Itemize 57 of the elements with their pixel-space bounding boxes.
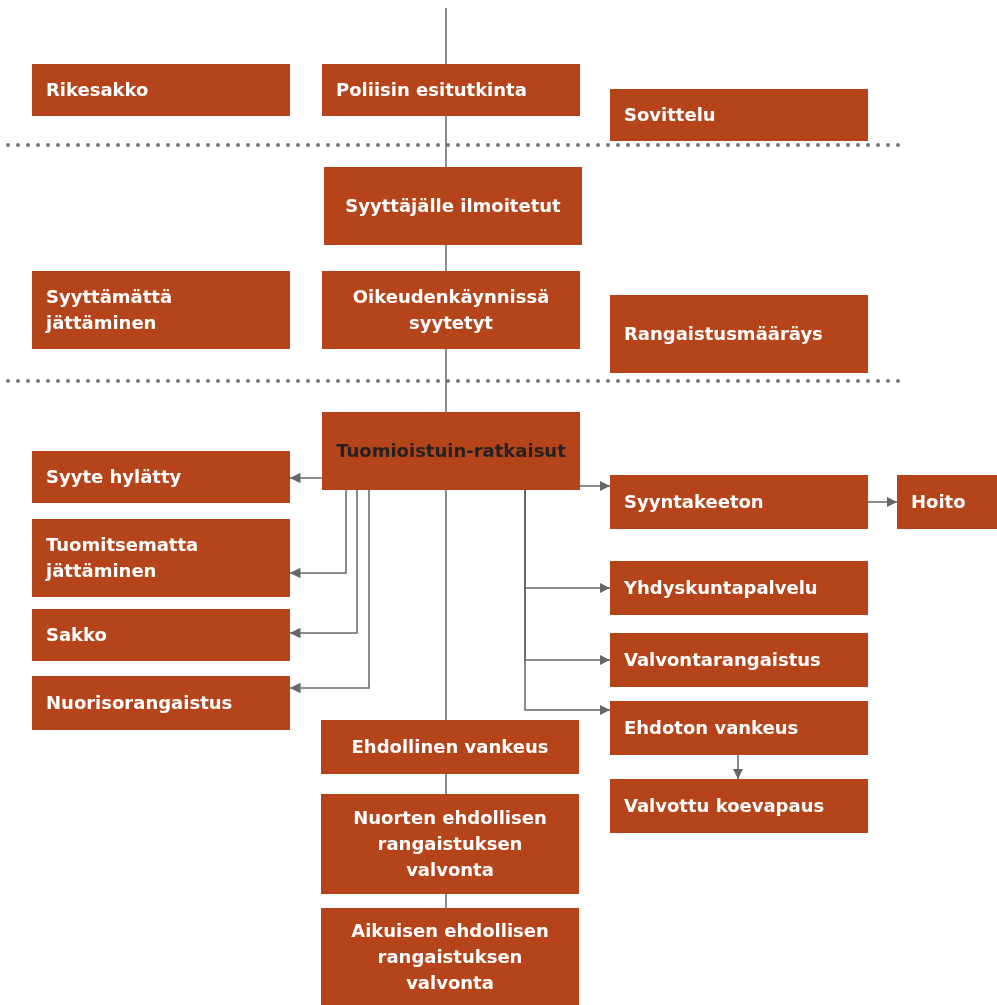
process-box: [32, 676, 290, 730]
box-label: Tuomitsematta jättäminen: [46, 533, 200, 583]
arrow: [289, 489, 347, 579]
arrow: [579, 480, 611, 492]
box-label: Valvottu koevapaus: [624, 794, 826, 818]
box-label: Hoito: [911, 490, 967, 514]
box-label: Syyntakeeton: [624, 490, 765, 514]
box-label: Oikeudenkäynnissä syytetyt: [351, 285, 551, 335]
process-box: [610, 295, 868, 373]
process-box: [32, 609, 290, 661]
connector-line: [445, 893, 447, 909]
process-box: [610, 779, 868, 833]
box-label: Rangaistusmääräys: [624, 322, 824, 346]
process-box: [321, 794, 579, 894]
process-box: [610, 561, 868, 615]
process-box: [322, 64, 580, 116]
process-box: [897, 475, 997, 529]
arrow: [289, 489, 370, 694]
arrow: [732, 754, 744, 780]
process-box: [321, 720, 579, 774]
arrow: [289, 489, 358, 639]
box-label: Nuorten ehdollisen rangaistuksen valvonta: [352, 806, 548, 882]
process-box: [32, 451, 290, 503]
arrow: [524, 489, 611, 716]
box-label: Aikuisen ehdollisen rangaistuksen valvonta: [350, 918, 550, 995]
process-box: [610, 89, 868, 141]
arrow: [867, 496, 898, 508]
box-label: Valvontarangaistus: [624, 648, 822, 672]
process-box: [610, 475, 868, 529]
box-label: Sovittelu: [624, 103, 717, 127]
process-box: [324, 167, 582, 245]
box-label: Nuorisorangaistus: [46, 691, 234, 715]
process-box: [32, 271, 290, 349]
process-box: [321, 908, 579, 1005]
box-label: Ehdoton vankeus: [624, 716, 800, 740]
process-box: [610, 633, 868, 687]
connector-line: [445, 115, 447, 168]
box-label: Tuomioistuin-ratkaisut: [336, 439, 566, 463]
box-label: Syyttämättä jättäminen: [46, 285, 174, 335]
process-box: [322, 271, 580, 349]
box-label: Yhdyskuntapalvelu: [624, 576, 819, 600]
box-label: Poliisin esitutkinta: [336, 78, 528, 102]
connector-line: [445, 348, 447, 413]
connector-line: [445, 489, 447, 721]
process-box: [322, 412, 580, 490]
connector-line: [445, 7, 447, 65]
box-label: Syyte hylätty: [46, 465, 183, 489]
box-label: Sakko: [46, 623, 108, 647]
connector-line: [445, 244, 447, 272]
box-label: Syyttäjälle ilmoitetut: [344, 194, 562, 218]
process-box: [610, 701, 868, 755]
box-label: Rikesakko: [46, 78, 150, 102]
process-box: [32, 64, 290, 116]
connector-line: [445, 773, 447, 795]
arrow: [289, 472, 323, 484]
box-label: Ehdollinen vankeus: [350, 735, 550, 759]
process-box: [32, 519, 290, 597]
